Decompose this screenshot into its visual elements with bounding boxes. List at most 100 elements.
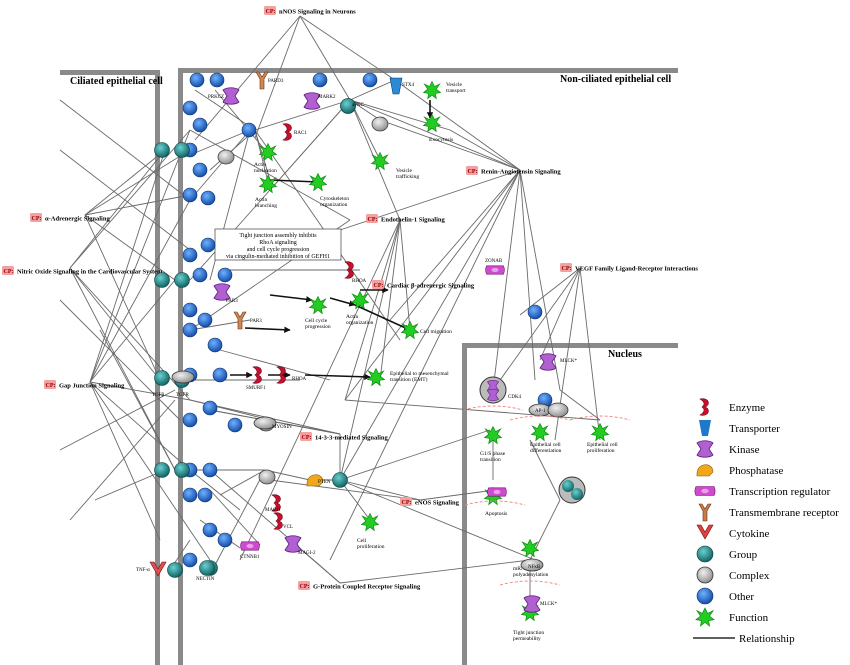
gene-prkcz: PRKCZ: [208, 87, 240, 105]
gene-label: PRKCZ: [208, 95, 224, 100]
relationship-edge: [339, 559, 531, 584]
other-node: [192, 267, 208, 283]
gene-nectin: NECTIN: [196, 560, 215, 582]
function-label: G1/S phase: [480, 451, 506, 457]
gene-stx4: STX4: [389, 77, 414, 95]
relationship-edge: [89, 381, 191, 471]
gene-label: SMURF1: [246, 386, 266, 391]
other-node: [192, 117, 208, 133]
relationship-edge: [344, 169, 521, 401]
cp-prefix: CP:: [46, 383, 56, 389]
enzyme-icon: [699, 398, 709, 416]
gene-label: MARK2: [318, 95, 336, 100]
group-icon: [696, 545, 714, 563]
gene-cdk4: CDK4: [483, 383, 522, 400]
relationship-edge: [89, 129, 191, 383]
relationship-edge: [219, 469, 266, 496]
annotation-line-4: via cingulin-mediated inhibition of GEFH…: [226, 253, 330, 260]
function-star-icon: [367, 368, 385, 386]
nucleus-label: Nucleus: [608, 349, 642, 360]
relationship-edge: [209, 409, 266, 421]
relationship-edge: [189, 129, 251, 201]
relationship-edge: [254, 99, 351, 131]
cp-badge: [264, 6, 276, 15]
function-label: organization: [346, 320, 374, 326]
relationship-edge: [339, 479, 421, 501]
relationship-edge: [449, 129, 521, 171]
other-node: [527, 304, 543, 320]
gene-label: MLCK*: [560, 359, 577, 364]
other-node: [212, 367, 228, 383]
relationship-edge: [84, 194, 191, 216]
kinase-icon: [696, 440, 714, 458]
legend-item-function: Function: [695, 607, 769, 627]
relationship-edge: [69, 267, 161, 381]
pathway-signaling_1433: CP:14-3-3-mediated Signaling: [300, 432, 389, 442]
legend-item-relationship: Relationship: [693, 633, 795, 645]
transcription-regulator-icon: [694, 486, 716, 496]
pathway-enos_neurons: CP:nNOS Signaling in Neurons: [264, 6, 356, 16]
other-node: [192, 162, 208, 178]
function-label: Cell cycle: [305, 318, 328, 324]
relationship-edge: [579, 267, 601, 441]
gene-label: NECTIN: [196, 577, 215, 582]
relationship-edge: [339, 479, 536, 561]
cp-badge: [466, 166, 478, 175]
pathway-label: Endothelin-1 Signaling: [381, 217, 446, 224]
relationship-edge: [394, 79, 521, 171]
cp-prefix: CP:: [402, 500, 412, 506]
function-edge: [269, 294, 313, 303]
gene-label: PAR3: [226, 299, 238, 304]
other-node: [202, 400, 218, 416]
relationship-edge: [89, 199, 191, 383]
gene-label: RHOA: [352, 279, 367, 284]
other-node: [207, 337, 223, 353]
relationship-edge: [214, 469, 266, 566]
other-node: [182, 412, 198, 428]
nucleus-membrane-left: [462, 343, 467, 665]
gene-label: PAR3: [250, 319, 262, 324]
gene-label: MAGI-2: [298, 551, 316, 556]
relationship-edge: [349, 99, 401, 221]
complex-icon: [171, 370, 195, 384]
relationship-edge: [339, 219, 401, 481]
relationship-edge: [379, 219, 401, 381]
relationship-edge: [239, 219, 401, 561]
relationship-edge: [299, 15, 351, 101]
gene-label: MYOSIN: [272, 425, 292, 430]
other-node: [362, 72, 378, 88]
pathway-cardiac_b: CP:Cardiac β-adrenergic Signaling: [372, 280, 475, 290]
cp-badge: [560, 263, 572, 272]
kinase-icon: [284, 535, 302, 553]
function-edge: [304, 373, 371, 381]
function-label: polyadenylation: [513, 572, 549, 578]
relationship-edges: [59, 15, 601, 610]
gene-mlck: MLCK*: [539, 353, 577, 371]
gene-label: VCL: [283, 525, 293, 530]
cp-badge: [372, 280, 384, 289]
legend-label: Cytokine: [729, 528, 769, 540]
legend-label: Complex: [729, 570, 770, 582]
group-icon: [562, 480, 574, 492]
cytokine-icon: [149, 561, 167, 577]
pathway-endothelin: CP:Endothelin-1 Signaling: [366, 214, 446, 224]
transcription-regulator-icon: [485, 265, 505, 275]
function-apoptosis: Apoptosis: [484, 487, 507, 517]
other-node: [312, 72, 328, 88]
group-node: [154, 462, 170, 478]
relationship-edge: [349, 99, 381, 161]
function-label: proliferation: [587, 447, 615, 454]
gene-zonab: ZONAB: [485, 259, 505, 275]
transcription-regulator-icon: [240, 541, 260, 551]
relationship-edge: [344, 219, 401, 401]
gene-mark2: MARK2: [303, 92, 336, 110]
cp-prefix: CP:: [4, 269, 14, 275]
membrane-crossing-arc: [569, 415, 631, 421]
cp-prefix: CP:: [32, 216, 42, 222]
membrane-crossing-arc: [499, 580, 561, 586]
legend-item-kinase: Kinase: [696, 440, 760, 458]
phosphatase-icon: [696, 464, 714, 477]
pathway-vegf: CP:VEGF Family Ligand-Receptor Interacti…: [560, 263, 698, 273]
